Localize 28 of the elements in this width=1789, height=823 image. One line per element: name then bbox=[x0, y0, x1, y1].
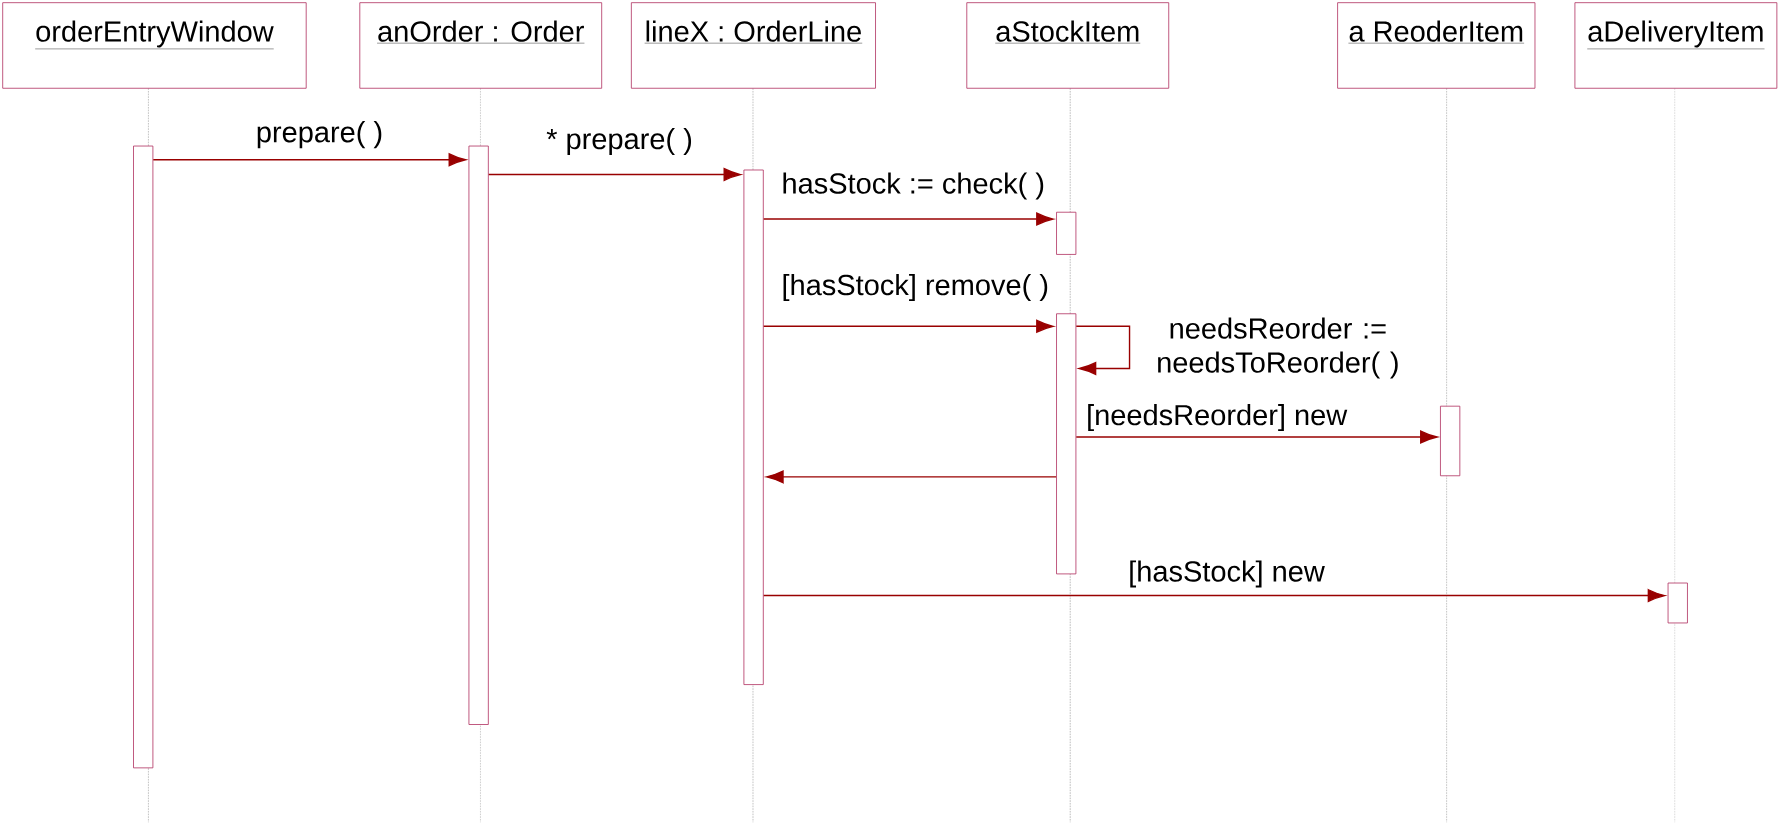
edge-label: * prepare( ) bbox=[546, 128, 692, 156]
message-arrow bbox=[488, 168, 742, 182]
message-arrow bbox=[152, 153, 467, 167]
activation-bar bbox=[1056, 212, 1077, 255]
activation-bar bbox=[468, 145, 489, 726]
activation-bar bbox=[743, 169, 764, 686]
participant-box: a ReoderItem bbox=[1337, 2, 1536, 89]
message-arrow bbox=[763, 212, 1054, 226]
edge-label: hasStock := check( ) bbox=[783, 172, 1044, 200]
participant-box: lineX : OrderLine bbox=[630, 2, 876, 89]
activation-bar bbox=[1056, 313, 1077, 575]
message-arrow bbox=[763, 320, 1054, 333]
participant-box: anOrder : Order bbox=[359, 2, 603, 89]
edge-label: needsReorder := needsToReorder( ) bbox=[1158, 317, 1398, 379]
edge-label: [hasStock] remove( ) bbox=[783, 274, 1048, 302]
message-arrow bbox=[763, 589, 1666, 603]
message-arrow bbox=[1075, 325, 1131, 376]
edge-label: [hasStock] new bbox=[1130, 560, 1325, 588]
message-arrow bbox=[766, 470, 1057, 484]
activation-bar bbox=[1667, 582, 1688, 624]
participant-box: aStockItem bbox=[966, 2, 1170, 89]
activation-bar bbox=[1440, 405, 1461, 477]
edge-label: [needsReorder] new bbox=[1088, 404, 1348, 432]
edge-label: prepare( ) bbox=[257, 121, 382, 149]
participant-box: orderEntryWindow bbox=[2, 2, 307, 89]
participant-box: aDeliveryItem bbox=[1574, 2, 1778, 89]
activation-bar bbox=[133, 145, 154, 769]
message-arrow bbox=[1075, 430, 1438, 444]
